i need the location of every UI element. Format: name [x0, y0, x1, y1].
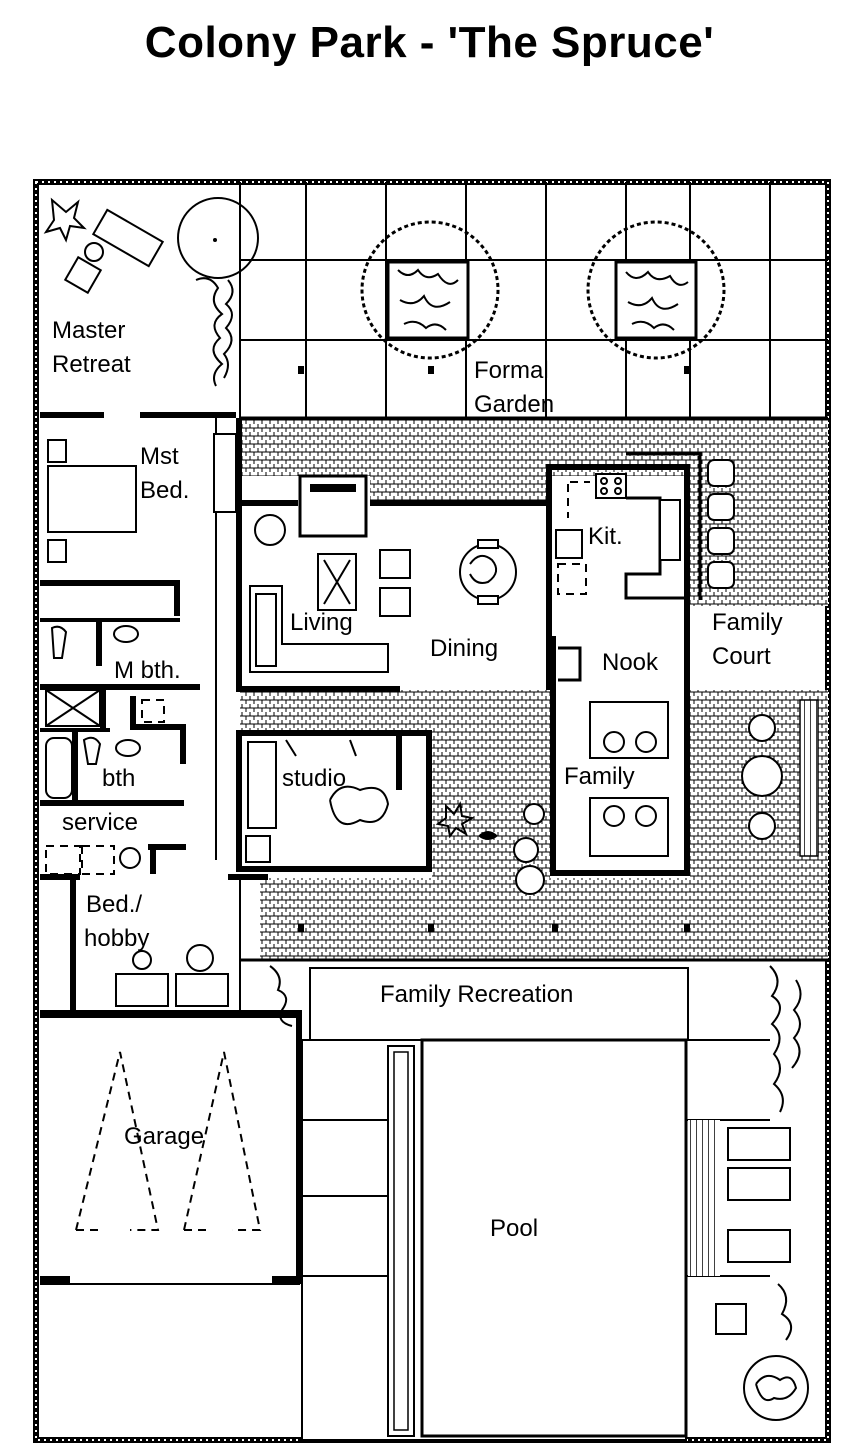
bed-icon [47, 433, 237, 563]
label-family: Family [564, 763, 635, 790]
garden-tree-icon [586, 220, 726, 360]
label-dining: Dining [430, 635, 498, 662]
family-sofas [589, 701, 669, 857]
label-kitchen: Kit. [588, 523, 623, 550]
label-nook: Nook [602, 649, 659, 676]
label-mst-bed: Bed. [140, 477, 189, 504]
label-m-bath: M bth. [114, 657, 181, 684]
label-master-retreat: Retreat [52, 351, 131, 378]
kitchen-fixtures [555, 473, 684, 600]
studio-furniture [245, 739, 390, 863]
garden-tree-icon [360, 220, 500, 360]
label-garage: Garage [124, 1123, 204, 1150]
label-formal-garden: Formal [474, 357, 549, 384]
label-bed-hobby: hobby [84, 925, 149, 952]
label-bed-hobby: Bed./ [86, 891, 142, 918]
label-studio: studio [282, 765, 346, 792]
label-family-court: Family [712, 609, 783, 636]
lounge-chair-icon [43, 197, 165, 295]
label-service: service [62, 809, 138, 836]
label-living: Living [290, 609, 353, 636]
courtyard-plant-icon [435, 801, 545, 895]
nook-chair-icon [558, 646, 582, 682]
hobby-furniture [115, 944, 229, 1007]
house-walls [40, 412, 702, 1018]
garage [40, 1018, 302, 1285]
label-formal-garden: Garden [474, 391, 554, 418]
bath-fixtures [45, 625, 165, 875]
label-family-court: Court [712, 643, 771, 670]
label-pool: Pool [490, 1215, 538, 1242]
family-court-area [694, 459, 824, 857]
label-mst-bed: Mst [140, 443, 179, 470]
living-furniture [249, 514, 517, 673]
label-bath: bth [102, 765, 135, 792]
family-recreation-area [269, 965, 689, 1041]
plan-title: Colony Park - 'The Spruce' [144, 18, 715, 67]
shrub-icon [177, 197, 259, 387]
label-master-retreat: Master [52, 317, 125, 344]
pool [301, 965, 809, 1441]
label-family-recreation: Family Recreation [380, 981, 573, 1008]
